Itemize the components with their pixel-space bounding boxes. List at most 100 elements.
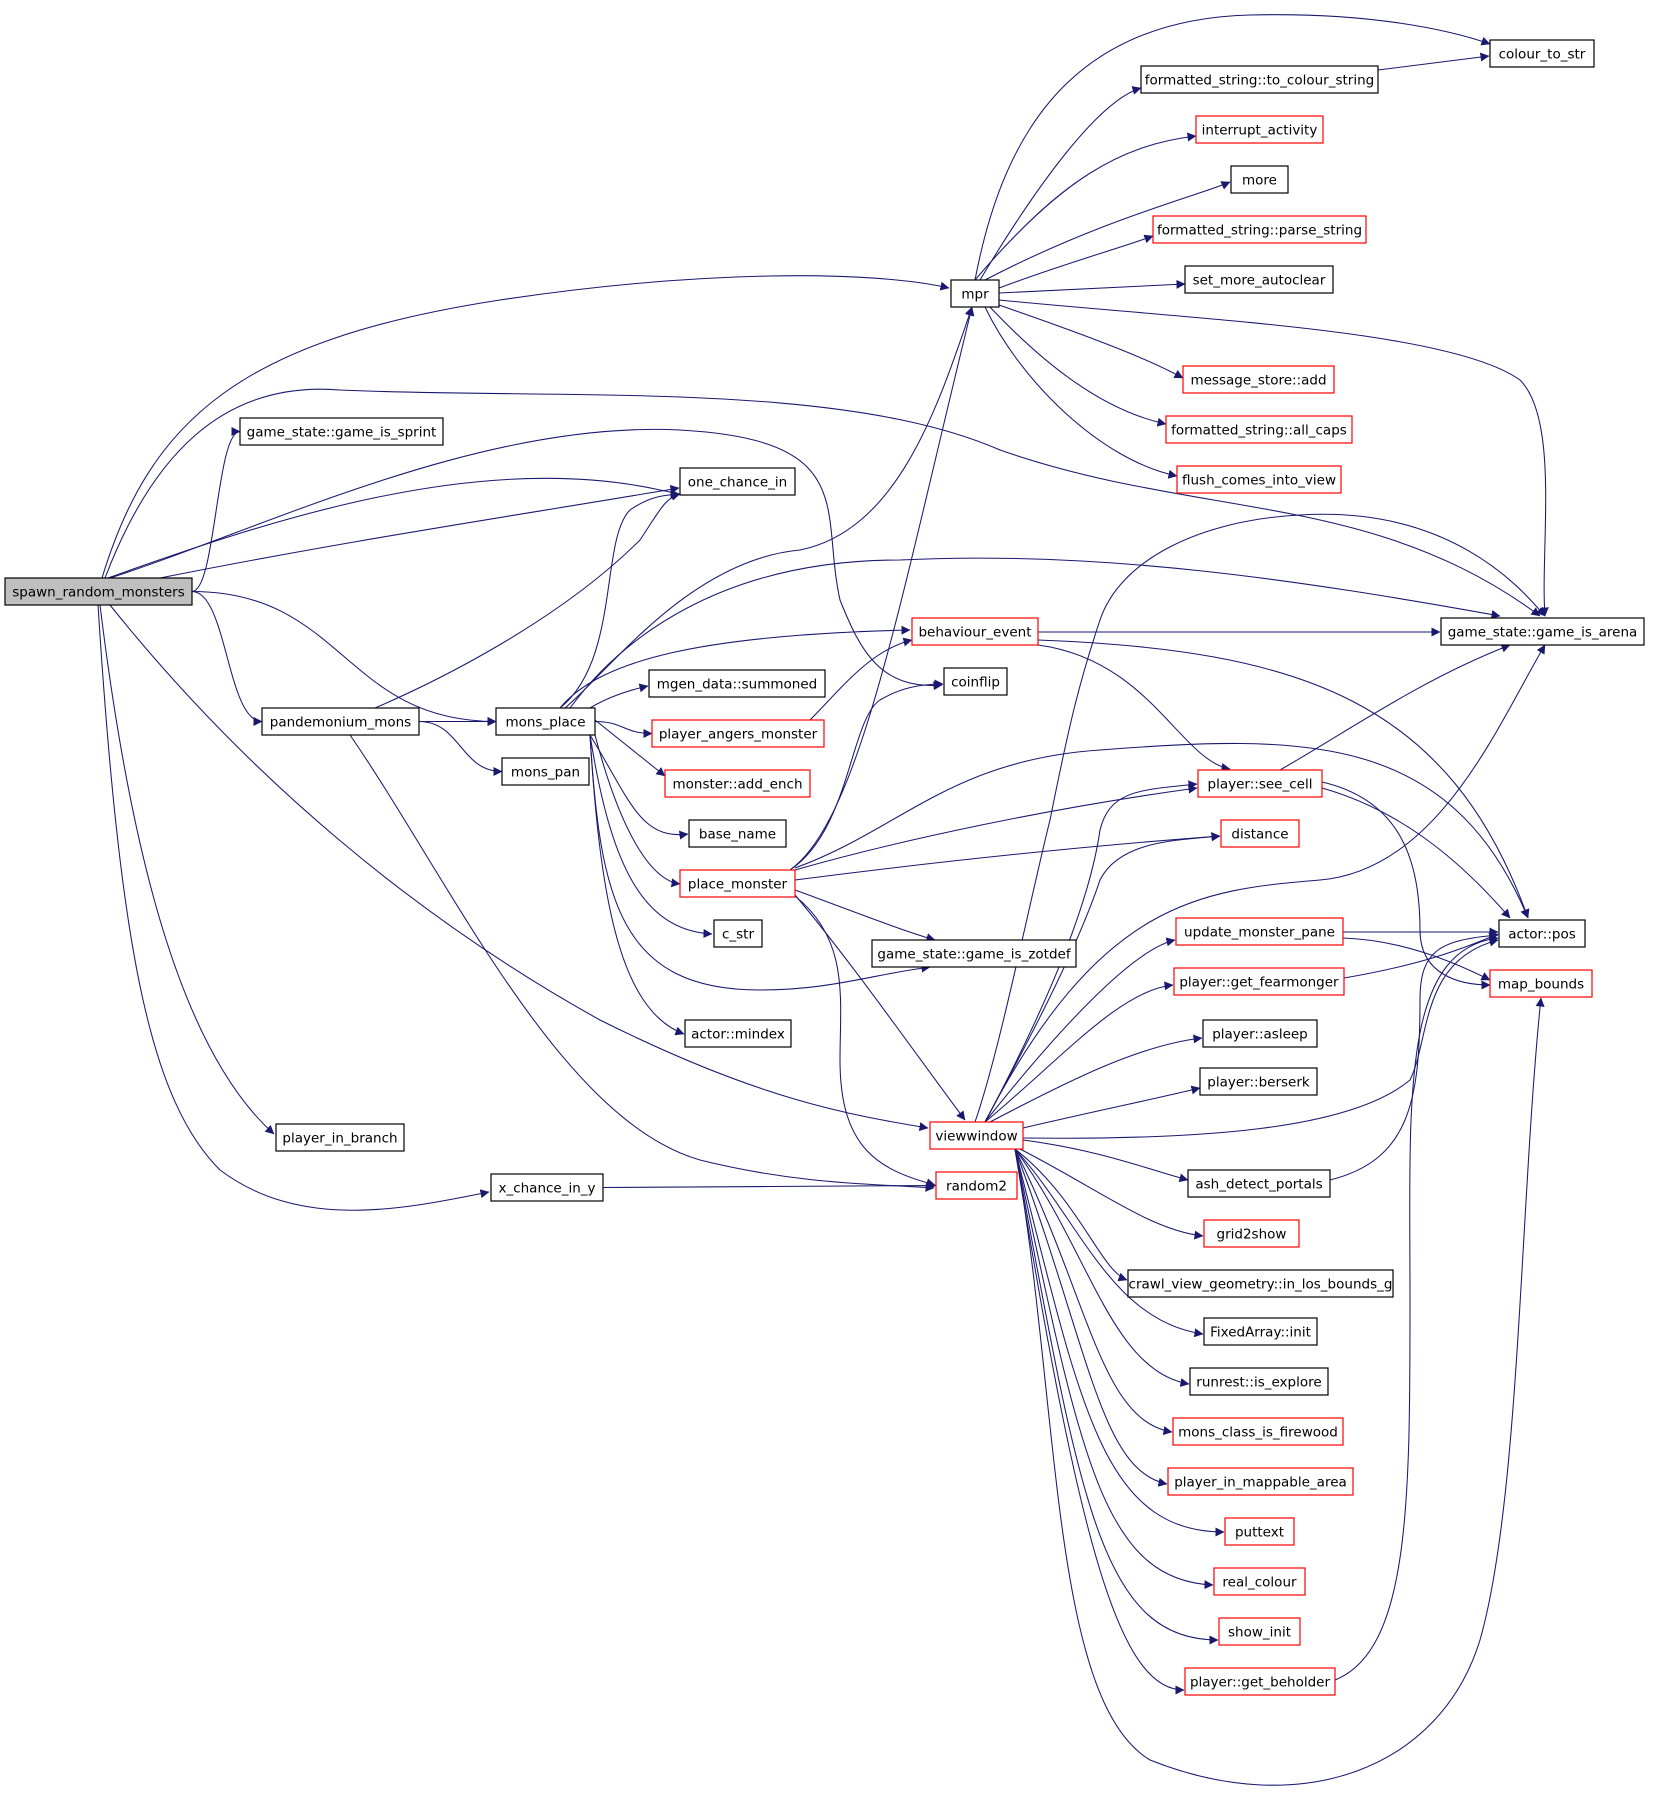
edge-mpr-to-set_more_autoclear	[998, 279, 1186, 294]
node-label: flush_comes_into_view	[1182, 473, 1336, 489]
node-see_cell[interactable]: player::see_cell	[1197, 769, 1323, 798]
node-box	[1184, 1667, 1336, 1696]
node-all_caps[interactable]: formatted_string::all_caps	[1165, 415, 1353, 444]
node-game_is_zotdef[interactable]: game_state::game_is_zotdef	[871, 939, 1077, 968]
node-box	[1176, 465, 1342, 494]
node-update_monster_pane[interactable]: update_monster_pane	[1175, 917, 1344, 946]
node-label: more	[1242, 173, 1277, 189]
node-player_angers_monster[interactable]: player_angers_monster	[651, 719, 825, 748]
edge-viewwindow-to-berserk	[1022, 1085, 1201, 1129]
node-box	[239, 417, 444, 446]
node-message_store_add[interactable]: message_store::add	[1182, 365, 1335, 394]
node-box	[1182, 365, 1335, 394]
edge-viewwindow-to-fixedarray_init	[1014, 1148, 1204, 1338]
node-mindex[interactable]: actor::mindex	[684, 1019, 792, 1048]
node-to_colour_string[interactable]: formatted_string::to_colour_string	[1140, 65, 1379, 94]
node-label: puttext	[1235, 1525, 1284, 1541]
node-label: mons_pan	[511, 765, 580, 781]
node-spawn_random_monsters[interactable]: spawn_random_monsters	[4, 577, 193, 606]
node-label: player::asleep	[1212, 1027, 1308, 1043]
node-interrupt_activity[interactable]: interrupt_activity	[1195, 115, 1324, 144]
node-label: actor::pos	[1508, 927, 1576, 943]
edge-mons_place-to-mgen_summoned	[589, 683, 649, 709]
node-ash_detect_portals[interactable]: ash_detect_portals	[1187, 1169, 1331, 1198]
node-box	[1224, 1517, 1295, 1546]
node-map_bounds[interactable]: map_bounds	[1489, 969, 1593, 998]
node-get_fearmonger[interactable]: player::get_fearmonger	[1173, 967, 1345, 996]
node-label: player_in_branch	[282, 1131, 397, 1147]
node-berserk[interactable]: player::berserk	[1199, 1067, 1318, 1096]
node-box	[1218, 1617, 1301, 1646]
node-label: update_monster_pane	[1184, 925, 1335, 941]
node-puttext[interactable]: puttext	[1224, 1517, 1295, 1546]
edge-viewwindow-to-puttext	[1014, 1148, 1225, 1537]
node-box	[1140, 65, 1379, 94]
node-x_chance_in_y[interactable]: x_chance_in_y	[490, 1173, 604, 1202]
edge-mpr-to-all_caps	[989, 306, 1167, 427]
node-mpr[interactable]: mpr	[950, 279, 1000, 308]
node-actor_pos[interactable]: actor::pos	[1498, 919, 1586, 948]
edge-x_chance_in_y-to-random2	[602, 1181, 937, 1191]
node-label: mons_place	[505, 715, 585, 731]
edge-viewwindow-to-asleep	[989, 1034, 1203, 1123]
node-label: player::see_cell	[1208, 777, 1313, 793]
edge-mpr-to-game_is_arena	[998, 299, 1549, 617]
node-label: game_state::game_is_arena	[1448, 625, 1638, 641]
edge-pandemonium_mons-to-random2	[349, 734, 935, 1192]
node-game_is_sprint[interactable]: game_state::game_is_sprint	[239, 417, 444, 446]
node-player_in_branch[interactable]: player_in_branch	[275, 1123, 405, 1152]
node-flush_comes_into_view[interactable]: flush_comes_into_view	[1176, 465, 1342, 494]
edge-mons_place-to-game_is_zotdef	[589, 734, 931, 991]
node-mons_place[interactable]: mons_place	[495, 707, 596, 736]
node-label: one_chance_in	[688, 475, 787, 491]
node-in_mappable_area[interactable]: player_in_mappable_area	[1167, 1467, 1354, 1496]
node-more[interactable]: more	[1230, 165, 1289, 194]
node-asleep[interactable]: player::asleep	[1202, 1019, 1318, 1048]
node-behaviour_event[interactable]: behaviour_event	[911, 617, 1039, 646]
node-add_ench[interactable]: monster::add_ench	[664, 769, 811, 798]
node-colour_to_str[interactable]: colour_to_str	[1489, 39, 1595, 68]
node-viewwindow[interactable]: viewwindow	[929, 1121, 1024, 1150]
edge-place_monster-to-distance	[794, 832, 1221, 881]
node-parse_string[interactable]: formatted_string::parse_string	[1152, 215, 1367, 244]
node-c_str[interactable]: c_str	[713, 919, 763, 948]
node-one_chance_in[interactable]: one_chance_in	[679, 467, 796, 496]
node-box	[911, 617, 1039, 646]
edge-get_beholder-to-actor_pos	[1334, 934, 1499, 1681]
node-box	[1173, 967, 1345, 996]
edge-viewwindow-to-is_firewood	[1014, 1148, 1173, 1436]
node-box	[1220, 819, 1300, 848]
node-get_beholder[interactable]: player::get_beholder	[1184, 1667, 1336, 1696]
node-label: spawn_random_monsters	[12, 585, 185, 601]
node-box	[501, 757, 590, 786]
node-real_colour[interactable]: real_colour	[1213, 1567, 1306, 1596]
edge-place_monster-to-viewwindow	[794, 894, 966, 1121]
node-fixedarray_init[interactable]: FixedArray::init	[1203, 1317, 1318, 1346]
node-grid2show[interactable]: grid2show	[1203, 1219, 1300, 1248]
node-label: c_str	[722, 927, 754, 943]
edge-mons_place-to-behaviour_event	[559, 625, 911, 709]
node-in_los_bounds[interactable]: crawl_view_geometry::in_los_bounds_g	[1127, 1269, 1394, 1298]
edge-to_colour_string-to-colour_to_str	[1377, 52, 1490, 71]
node-random2[interactable]: random2	[935, 1171, 1018, 1200]
nodes-layer: spawn_random_monstersgame_state::game_is…	[4, 39, 1645, 1696]
node-place_monster[interactable]: place_monster	[679, 869, 796, 898]
node-set_more_autoclear[interactable]: set_more_autoclear	[1184, 265, 1334, 294]
node-mons_pan[interactable]: mons_pan	[501, 757, 590, 786]
node-distance[interactable]: distance	[1220, 819, 1300, 848]
node-coinflip[interactable]: coinflip	[943, 667, 1008, 696]
node-show_init[interactable]: show_init	[1218, 1617, 1301, 1646]
node-is_firewood[interactable]: mons_class_is_firewood	[1172, 1417, 1344, 1446]
node-game_is_arena[interactable]: game_state::game_is_arena	[1440, 617, 1645, 646]
node-pandemonium_mons[interactable]: pandemonium_mons	[261, 707, 420, 736]
node-mgen_summoned[interactable]: mgen_data::summoned	[648, 669, 826, 698]
edge-spawn_random_monsters-to-viewwindow	[109, 604, 929, 1132]
edge-spawn_random_monsters-to-game_is_sprint	[191, 427, 241, 593]
node-label: monster::add_ench	[672, 777, 802, 793]
node-is_explore[interactable]: runrest::is_explore	[1189, 1367, 1329, 1396]
node-base_name[interactable]: base_name	[688, 819, 787, 848]
node-box	[688, 819, 787, 848]
node-label: base_name	[699, 827, 776, 843]
edge-mons_place-to-mpr	[564, 306, 974, 709]
node-label: formatted_string::parse_string	[1157, 223, 1362, 239]
